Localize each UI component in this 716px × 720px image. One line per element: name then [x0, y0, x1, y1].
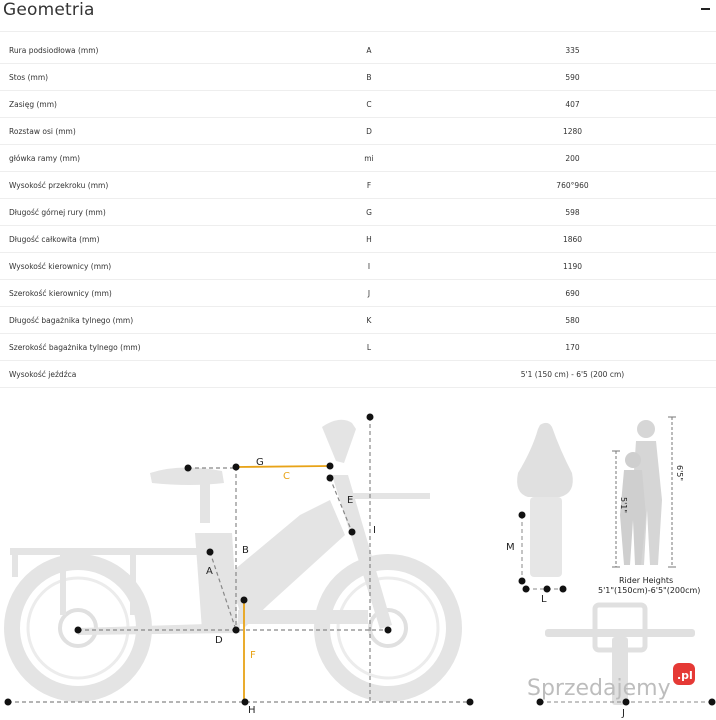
label-l: L	[541, 594, 547, 605]
row-value: 5'1 (150 cm) - 6'5 (200 cm)	[429, 360, 716, 388]
row-value: 407	[429, 90, 716, 118]
row-symbol: B	[309, 63, 429, 91]
row-name: Szerokość kierownicy (mm)	[0, 279, 309, 307]
row-value: 1280	[429, 117, 716, 145]
row-value: 1860	[429, 225, 716, 253]
label-g: G	[256, 457, 264, 468]
tall-height-label: 6'5"	[675, 465, 684, 481]
saddle-rear-view	[517, 422, 573, 593]
row-value: 760°960	[429, 171, 716, 199]
label-m: M	[506, 542, 515, 553]
row-name: Wysokość przekroku (mm)	[0, 171, 309, 199]
rider-heights-title: Rider Heights	[619, 576, 673, 585]
label-e: E	[347, 495, 353, 506]
label-a: A	[206, 566, 213, 577]
row-name: Zasięg (mm)	[0, 90, 309, 118]
row-name: Szerokość bagażnika tylnego (mm)	[0, 333, 309, 361]
row-value: 580	[429, 306, 716, 334]
label-i: I	[373, 525, 376, 536]
row-symbol: L	[309, 333, 429, 361]
watermark-tld: .pl	[677, 669, 693, 682]
row-symbol: G	[309, 198, 429, 226]
rider-height-scales	[615, 417, 673, 567]
row-symbol: C	[309, 90, 429, 118]
row-value: 1190	[429, 252, 716, 280]
row-name: Wysokość kierownicy (mm)	[0, 252, 309, 280]
row-name: Długość bagażnika tylnego (mm)	[0, 306, 309, 334]
row-symbol: D	[309, 117, 429, 145]
row-name: Rura podsiodłowa (mm)	[0, 37, 309, 64]
rider-heights-range: 5'1"(150cm)-6'5"(200cm)	[598, 586, 700, 595]
measurement-points	[4, 413, 474, 706]
row-value: 690	[429, 279, 716, 307]
geometry-header[interactable]: Geometria	[0, 0, 716, 26]
row-symbol: F	[309, 171, 429, 199]
row-symbol: I	[309, 252, 429, 280]
row-symbol: H	[309, 225, 429, 253]
row-name: główka ramy (mm)	[0, 144, 309, 172]
handlebar-front-view	[545, 602, 695, 705]
row-name: Wysokość jeźdźca	[0, 360, 309, 388]
short-height-label: 5'1"	[619, 497, 628, 513]
row-value: 335	[429, 37, 716, 64]
label-j: J	[621, 708, 625, 719]
rider-figures	[620, 420, 662, 565]
geometry-diagram: A B C D E F G H I M L 6'5" 5'1" Rider He…	[0, 405, 716, 720]
row-name: Długość górnej rury (mm)	[0, 198, 309, 226]
collapse-icon[interactable]	[701, 8, 710, 10]
row-symbol: A	[309, 37, 429, 64]
row-value: 170	[429, 333, 716, 361]
table-row: Wysokość jeźdźca 5'1 (150 cm) - 6'5 (200 …	[0, 360, 716, 388]
label-h: H	[248, 705, 256, 716]
row-name: Długość całkowita (mm)	[0, 225, 309, 253]
row-symbol	[309, 360, 429, 388]
row-symbol: J	[309, 279, 429, 307]
header-divider	[0, 31, 716, 32]
row-value: 590	[429, 63, 716, 91]
watermark-text: Sprzedajemy	[527, 676, 671, 701]
row-symbol: K	[309, 306, 429, 334]
row-symbol: mi	[309, 144, 429, 172]
label-d: D	[215, 635, 223, 646]
label-f: F	[250, 650, 256, 661]
bike-illustration	[4, 419, 462, 702]
label-c: C	[283, 471, 290, 482]
row-value: 598	[429, 198, 716, 226]
section-title: Geometria	[3, 0, 95, 20]
row-name: Stos (mm)	[0, 63, 309, 91]
watermark: Sprzedajemy .pl	[527, 663, 695, 701]
reach-line-c	[235, 465, 331, 468]
row-value: 200	[429, 144, 716, 172]
label-b: B	[242, 545, 249, 556]
row-name: Rozstaw osi (mm)	[0, 117, 309, 145]
